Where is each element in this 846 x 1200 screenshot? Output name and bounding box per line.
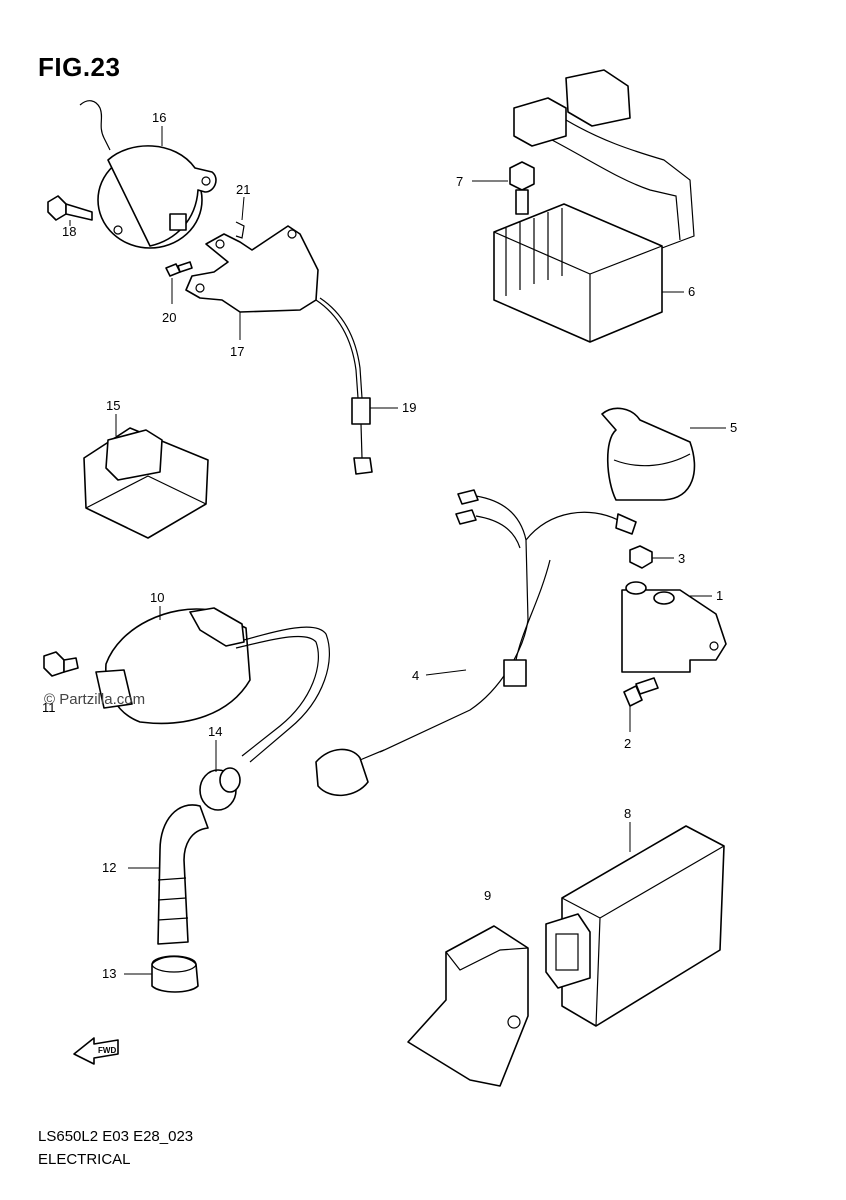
callout-11: 11 bbox=[42, 700, 56, 715]
fwd-arrow-label: FWD bbox=[98, 1046, 116, 1055]
part-21-clip[interactable] bbox=[235, 221, 245, 239]
part-14-grommet[interactable] bbox=[199, 767, 241, 811]
callout-16: 16 bbox=[152, 110, 166, 125]
callout-8: 8 bbox=[624, 806, 631, 821]
figure-title: FIG.23 bbox=[38, 52, 121, 82]
callout-6: 6 bbox=[688, 284, 695, 299]
callout-12: 12 bbox=[102, 860, 116, 875]
part-19-sensor[interactable] bbox=[315, 297, 373, 475]
callout-18: 18 bbox=[62, 224, 76, 239]
part-11-bolt[interactable] bbox=[43, 651, 79, 677]
fwd-arrow: FWD bbox=[73, 1037, 119, 1065]
part-5-boot[interactable] bbox=[601, 407, 696, 501]
callout-14: 14 bbox=[208, 724, 222, 739]
part-13-cover[interactable] bbox=[151, 955, 199, 993]
callout-2: 2 bbox=[624, 736, 631, 751]
part-17-bracket[interactable] bbox=[185, 225, 319, 313]
part-16-horn[interactable] bbox=[79, 100, 217, 249]
callouts: 1 2 3 4 5 6 7 8 9 10 11 12 13 14 15 16 1… bbox=[42, 110, 737, 981]
callout-7: 7 bbox=[456, 174, 463, 189]
part-2-screw[interactable] bbox=[623, 677, 659, 707]
part-15-module[interactable] bbox=[83, 427, 209, 539]
part-4-wiring-harness[interactable] bbox=[315, 489, 637, 797]
callout-15: 15 bbox=[106, 398, 120, 413]
section-name: ELECTRICAL bbox=[38, 1151, 131, 1168]
part-1-starter-relay[interactable] bbox=[621, 581, 727, 673]
part-18-bolt[interactable] bbox=[47, 195, 93, 221]
callout-17: 17 bbox=[230, 344, 244, 359]
part-20-screw[interactable] bbox=[165, 261, 193, 277]
part-9-bracket[interactable] bbox=[407, 925, 529, 1087]
callout-20: 20 bbox=[162, 310, 176, 325]
callout-21: 21 bbox=[236, 182, 250, 197]
callout-5: 5 bbox=[730, 420, 737, 435]
part-10-ignition-coil[interactable] bbox=[95, 607, 330, 763]
part-12-plug-cap[interactable] bbox=[157, 804, 209, 945]
callout-10: 10 bbox=[150, 590, 164, 605]
callout-13: 13 bbox=[102, 966, 116, 981]
part-6-regulator[interactable] bbox=[493, 69, 695, 343]
callout-4: 4 bbox=[412, 668, 419, 683]
part-7-bolt[interactable] bbox=[509, 161, 535, 215]
callout-19: 19 bbox=[402, 400, 416, 415]
watermark-text: © Partzilla.com bbox=[44, 691, 146, 708]
callout-3: 3 bbox=[678, 551, 685, 566]
model-code: LS650L2 E03 E28_023 bbox=[38, 1128, 194, 1145]
part-8-ecu[interactable] bbox=[545, 825, 725, 1027]
callout-9: 9 bbox=[484, 888, 491, 903]
part-3-nut[interactable] bbox=[629, 545, 653, 569]
callout-1: 1 bbox=[716, 588, 723, 603]
leader-lines bbox=[69, 126, 726, 975]
